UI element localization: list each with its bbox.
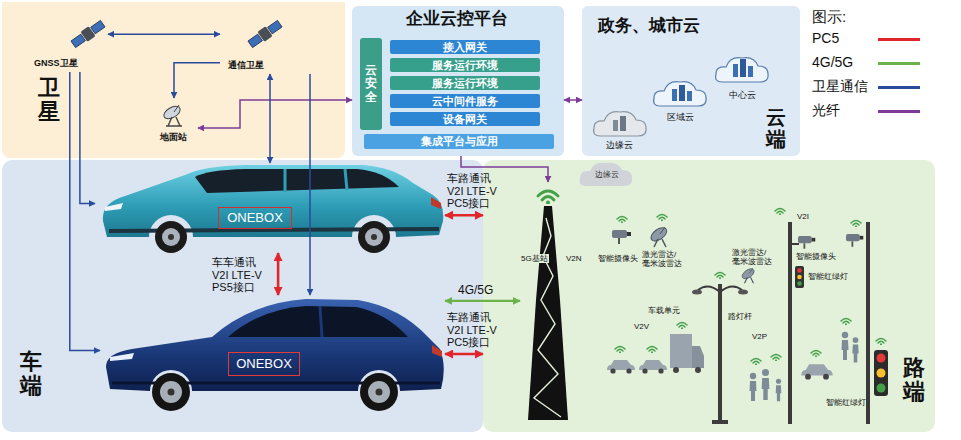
node-text: ONEBOX xyxy=(228,352,300,376)
comm-satellite: 通信卫星 xyxy=(220,18,320,74)
5g-base-station: 5G基站 xyxy=(520,182,576,425)
satellite-band: 卫星 GNSS卫星 通信卫星地面站 xyxy=(2,2,345,158)
node-text: GNSS卫星 xyxy=(34,58,78,68)
node-text: 云安全 xyxy=(365,64,377,104)
service-layer-bar: 设备网关 xyxy=(390,112,540,126)
connector-label: 车车通讯 V2I LTE-V PS5接口 xyxy=(212,256,272,294)
service-layer-bar: 服务运行环境 xyxy=(390,58,540,72)
legend-text: 卫星通信 xyxy=(812,78,868,94)
connector-label: 4G/5G xyxy=(458,284,493,298)
node-text: 车端 xyxy=(20,350,42,398)
legend-text: 光纤 xyxy=(812,102,840,118)
annotation-label: 车载单元 xyxy=(648,306,680,315)
annotation-label: 激光雷达/毫米波雷达 xyxy=(642,250,684,268)
connector xyxy=(564,99,582,101)
annotation-label: 路灯杆 xyxy=(728,312,752,321)
node-text: 集成平台与应用 xyxy=(421,135,498,148)
roadside-illustration xyxy=(483,160,935,432)
vehicle-region: 车端 ONEBOX ONEBOX xyxy=(2,160,483,432)
service-layer-bar: 接入网关 xyxy=(390,40,540,54)
node-text: 接入网关 xyxy=(443,41,487,54)
connector xyxy=(108,33,220,35)
vehicle-illustration xyxy=(2,160,483,432)
node-text: 政务、城市云 xyxy=(598,16,700,36)
node-text: 中心云 xyxy=(712,90,772,100)
cloud-node: 边缘云 xyxy=(592,108,648,154)
vehicle-onebox: ONEBOX xyxy=(95,163,445,253)
legend-text: PC5 xyxy=(812,30,839,46)
node-text: 路端 xyxy=(903,356,925,404)
legend-line-sample xyxy=(878,62,920,65)
connector xyxy=(198,100,352,128)
road-region: 路端 5G基站 xyxy=(483,160,935,432)
connector-label: 车路通讯 V2I LTE-V PC5接口 xyxy=(447,311,505,349)
annotation-label: V2P xyxy=(752,332,767,341)
platform-app-bar: 集成平台与应用 xyxy=(364,134,554,149)
annotation-label: 图示: xyxy=(812,8,846,25)
node-text: 5G基站 xyxy=(520,254,549,263)
node-text: 边缘云 xyxy=(592,140,646,150)
node-text: 服务运行环境 xyxy=(432,59,498,72)
vehicle-onebox: ONEBOX xyxy=(100,295,445,413)
node-text: 设备网关 xyxy=(443,113,487,126)
node-text: 服务运行环境 xyxy=(432,77,498,90)
node-text: 地面站 xyxy=(160,132,187,142)
connector xyxy=(309,74,311,295)
connector xyxy=(174,63,220,98)
connector xyxy=(445,353,483,356)
connector xyxy=(277,253,280,295)
annotation-label: V2V xyxy=(634,322,649,331)
annotation-label: 智能红绿灯 xyxy=(808,272,848,281)
node-text: ONEBOX xyxy=(218,207,292,229)
node-text: 云端 xyxy=(766,106,786,150)
service-layer-bar: 云中间件服务 xyxy=(390,94,540,108)
cloud-node: 中心云 xyxy=(712,54,774,104)
legend-line-sample xyxy=(878,110,920,113)
cloud-security-bar: 云安全 xyxy=(360,38,382,130)
cloud-platform-panel: 企业云控平台云安全 接入网关服务运行环境服务运行环境云中间件服务设备网关集成平台与… xyxy=(352,6,564,156)
ground-station: 地面站 xyxy=(150,98,198,148)
legend-line-sample xyxy=(878,86,920,89)
legend-text: 4G/5G xyxy=(812,54,853,70)
node-text: 卫星 xyxy=(38,76,60,124)
service-layer-bar: 服务运行环境 xyxy=(390,76,540,90)
cloud-node: 区域云 xyxy=(648,78,714,124)
annotation-label: 边缘云 xyxy=(595,170,619,179)
node-text: 云中间件服务 xyxy=(432,95,498,108)
connector xyxy=(80,72,95,204)
node-text: 企业云控平台 xyxy=(352,9,562,29)
annotation-label: 智能摄像头 xyxy=(796,252,836,261)
node-text: 区域云 xyxy=(648,112,712,122)
node-text: 通信卫星 xyxy=(228,60,264,70)
annotation-label: V2N xyxy=(566,254,582,263)
annotation-label: 智能摄像头 xyxy=(598,254,638,263)
connector xyxy=(445,300,520,302)
legend-line-sample xyxy=(878,38,920,41)
annotation-label: 智能红绿灯 xyxy=(826,398,866,407)
connector xyxy=(70,72,100,351)
connector xyxy=(445,214,483,217)
gov-city-cloud-region: 政务、城市云云端 中心云区域云边缘云 xyxy=(582,6,800,156)
connector xyxy=(269,74,271,163)
gnss-satellite: GNSS卫星 xyxy=(30,18,108,72)
annotation-label: 激光雷达/毫米波雷达 xyxy=(732,248,774,266)
connector-label: 车路通讯 V2I LTE-V PC5接口 xyxy=(447,172,505,210)
annotation-label: V2I xyxy=(797,212,809,221)
